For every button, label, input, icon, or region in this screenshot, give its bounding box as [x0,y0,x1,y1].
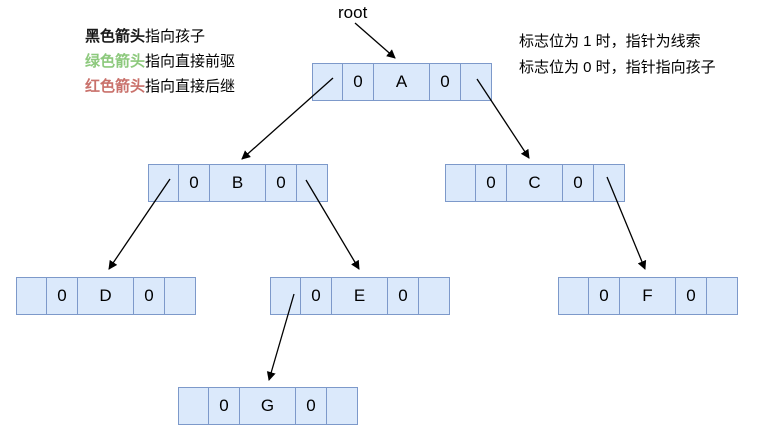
node-E-data-cell: E [332,278,388,314]
node-C-right-tag-cell: 0 [563,165,594,201]
node-A: 0 A 0 [312,63,492,101]
node-B: 0 B 0 [148,164,328,202]
legend-desc-green: 指向直接前驱 [145,53,236,70]
node-G-right-tag-cell: 0 [296,388,327,424]
legend-line-green-arrow: 绿色箭头指向直接前驱 [85,49,235,74]
legend-line-red-arrow: 红色箭头指向直接后继 [85,74,235,99]
node-C-left-tag-cell: 0 [476,165,507,201]
node-B-right-tag-cell: 0 [266,165,297,201]
node-A-data-cell: A [374,64,430,100]
node-E-left-tag-cell: 0 [301,278,332,314]
node-D: 0 D 0 [16,277,196,315]
node-F-data-cell: F [620,278,676,314]
node-C-right-pointer-cell [594,165,624,201]
node-F-left-pointer-cell [559,278,589,314]
node-D-left-pointer-cell [17,278,47,314]
node-F-right-pointer-cell [707,278,737,314]
node-A-right-tag-cell: 0 [430,64,461,100]
flag-note: 标志位为 1 时，指针为线索 标志位为 0 时，指针指向孩子 [519,29,716,81]
node-A-left-pointer-cell [313,64,343,100]
legend-line-black-arrow: 黑色箭头指向孩子 [85,24,235,49]
node-A-left-tag-cell: 0 [343,64,374,100]
node-C-data-cell: C [507,165,563,201]
node-E: 0 E 0 [270,277,450,315]
node-D-left-tag-cell: 0 [47,278,78,314]
node-B-left-pointer-cell [149,165,179,201]
node-G-data-cell: G [240,388,296,424]
node-F-left-tag-cell: 0 [589,278,620,314]
legend: 黑色箭头指向孩子 绿色箭头指向直接前驱 红色箭头指向直接后继 [85,24,235,99]
node-G-left-pointer-cell [179,388,209,424]
node-E-right-tag-cell: 0 [388,278,419,314]
root-label: root [338,3,368,22]
node-B-right-pointer-cell [297,165,327,201]
node-A-right-pointer-cell [461,64,491,100]
node-E-left-pointer-cell [271,278,301,314]
legend-term-green: 绿色箭头 [85,53,146,70]
node-D-right-pointer-cell [165,278,195,314]
node-B-data-cell: B [210,165,266,201]
legend-desc-black: 指向孩子 [145,28,206,45]
node-C-left-pointer-cell [446,165,476,201]
node-G: 0 G 0 [178,387,358,425]
node-E-right-pointer-cell [419,278,449,314]
node-C: 0 C 0 [445,164,625,202]
legend-term-red: 红色箭头 [85,78,146,95]
flag-note-line-2: 标志位为 0 时，指针指向孩子 [519,59,716,76]
flag-note-line-1: 标志位为 1 时，指针为线索 [519,33,701,50]
node-G-right-pointer-cell [327,388,357,424]
node-F: 0 F 0 [558,277,738,315]
arrow-root-to-A [354,22,396,59]
node-D-right-tag-cell: 0 [134,278,165,314]
legend-term-black: 黑色箭头 [85,28,146,45]
node-D-data-cell: D [78,278,134,314]
node-B-left-tag-cell: 0 [179,165,210,201]
node-G-left-tag-cell: 0 [209,388,240,424]
node-F-right-tag-cell: 0 [676,278,707,314]
legend-desc-red: 指向直接后继 [145,78,236,95]
